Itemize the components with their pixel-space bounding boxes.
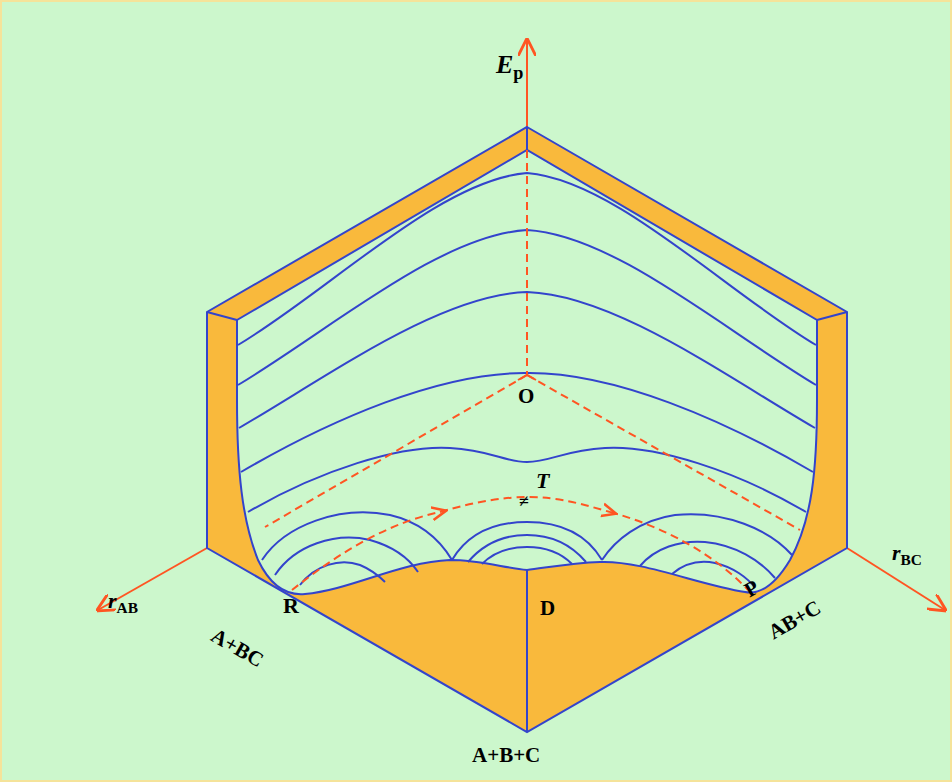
- axis-label: r: [892, 540, 901, 565]
- label-group: Ep: [496, 52, 523, 83]
- transition-state-symbol: ≠: [519, 491, 529, 511]
- saddle-label: D: [540, 596, 555, 620]
- box-edges: [207, 127, 847, 732]
- axis-subscript: AB: [117, 599, 138, 616]
- origin-label: O: [518, 384, 534, 408]
- axis-subscript: BC: [901, 551, 922, 568]
- label-group: A+BC: [208, 625, 267, 671]
- label-group: D: [540, 598, 555, 619]
- energy-surface: [237, 150, 817, 594]
- label-group: ≠: [519, 492, 529, 510]
- transition-state-label: T: [536, 468, 549, 493]
- axis-label: r: [108, 588, 117, 613]
- origin-mark: [518, 375, 536, 380]
- label-group: AB+C: [765, 597, 824, 643]
- reactant-label: R: [283, 593, 299, 618]
- dissociated-state-label: A+B+C: [472, 743, 540, 767]
- label-group: rAB: [108, 590, 138, 616]
- reactant-state-label: A+BC: [207, 623, 268, 672]
- axis-subscript: p: [513, 63, 523, 83]
- label-group: R: [283, 595, 299, 617]
- product-state-label: AB+C: [764, 595, 825, 644]
- label-group: T: [536, 470, 549, 492]
- label-group: O: [518, 386, 534, 407]
- label-group: rBC: [892, 542, 922, 568]
- ep-axis: [526, 40, 528, 127]
- reference-lines: [265, 150, 800, 590]
- box-body: [207, 127, 847, 732]
- label-group: A+B+C: [472, 745, 540, 766]
- axis-label: E: [496, 50, 513, 79]
